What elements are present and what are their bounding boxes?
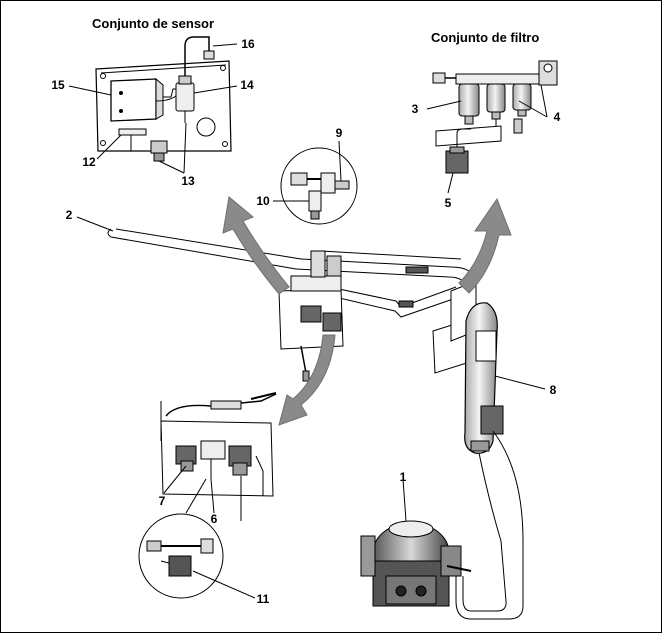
callout-1: 1 <box>399 470 407 484</box>
callout-8: 8 <box>549 383 557 397</box>
callout-3: 3 <box>411 102 419 116</box>
valve-assembly-lower <box>160 392 277 521</box>
callout-9: 9 <box>335 126 343 140</box>
callout-10: 10 <box>256 194 270 208</box>
arrow-to-filter <box>458 197 512 294</box>
callout-13: 13 <box>181 174 195 188</box>
callout-14: 14 <box>240 78 254 92</box>
sensor-assembly <box>95 36 232 162</box>
filter-assembly-title: Conjunto de filtro <box>431 30 540 45</box>
callout-6: 6 <box>210 512 218 526</box>
detail-solenoid-11 <box>138 513 224 599</box>
callout-16: 16 <box>241 37 255 51</box>
compressor <box>360 520 472 607</box>
callout-12: 12 <box>82 155 96 169</box>
arrow-to-sensor <box>222 196 290 295</box>
callout-15: 15 <box>51 78 65 92</box>
callout-5: 5 <box>444 196 452 210</box>
main-assembly <box>107 228 524 620</box>
flow-arrows <box>222 196 512 426</box>
callout-7: 7 <box>158 494 166 508</box>
detail-valve-9-10 <box>280 147 358 225</box>
callout-2: 2 <box>65 208 73 222</box>
callout-11: 11 <box>256 592 270 606</box>
sensor-assembly-title: Conjunto de sensor <box>92 16 215 31</box>
callout-4: 4 <box>553 110 561 124</box>
arrow-to-valve <box>278 334 336 426</box>
filter-assembly <box>432 60 558 174</box>
leader-lines <box>68 43 548 599</box>
